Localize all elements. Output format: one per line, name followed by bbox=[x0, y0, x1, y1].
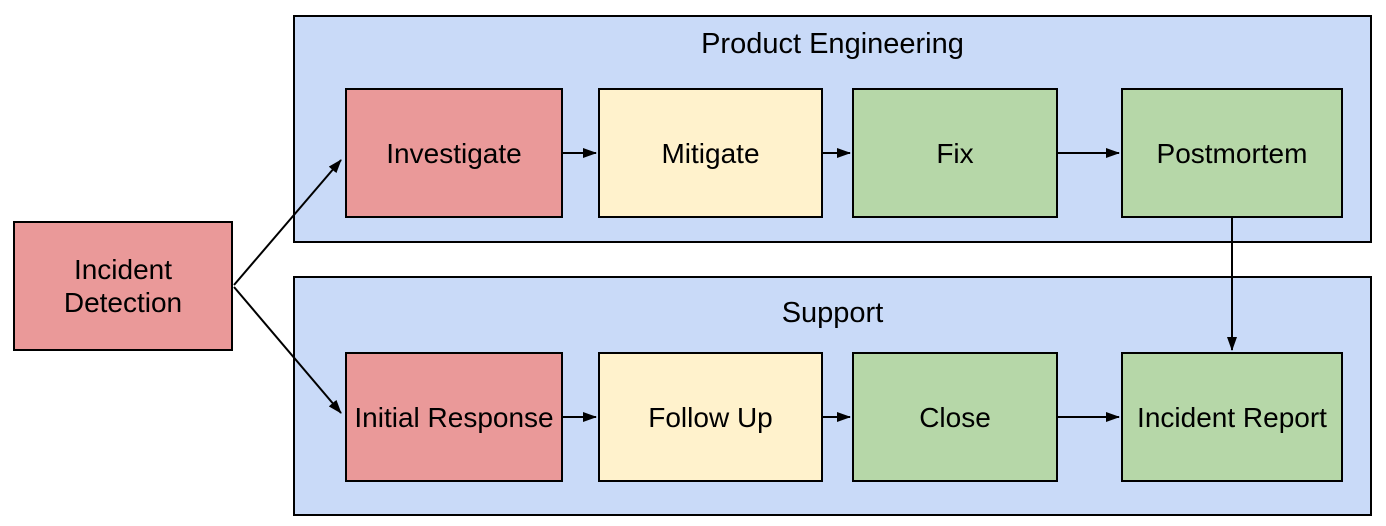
node-initial-response: Initial Response bbox=[345, 352, 563, 482]
node-fix: Fix bbox=[852, 88, 1058, 218]
node-incident-report-label: Incident Report bbox=[1137, 401, 1327, 433]
node-incident-report: Incident Report bbox=[1121, 352, 1343, 482]
lane-support-title: Support bbox=[781, 297, 884, 329]
node-fix-label: Fix bbox=[936, 137, 974, 169]
node-follow-up: Follow Up bbox=[598, 352, 823, 482]
node-initial-response-label: Initial Response bbox=[354, 401, 554, 433]
node-investigate-label: Investigate bbox=[386, 137, 522, 169]
node-investigate: Investigate bbox=[345, 88, 563, 218]
node-close: Close bbox=[852, 352, 1058, 482]
node-postmortem-label: Postmortem bbox=[1156, 137, 1308, 169]
node-incident-detection-label: Incident Detection bbox=[63, 254, 183, 318]
node-mitigate: Mitigate bbox=[598, 88, 823, 218]
node-mitigate-label: Mitigate bbox=[661, 137, 760, 169]
node-incident-detection: Incident Detection bbox=[13, 221, 233, 351]
node-follow-up-label: Follow Up bbox=[648, 401, 773, 433]
lane-product-engineering-title: Product Engineering bbox=[701, 28, 964, 60]
node-postmortem: Postmortem bbox=[1121, 88, 1343, 218]
node-close-label: Close bbox=[919, 401, 991, 433]
